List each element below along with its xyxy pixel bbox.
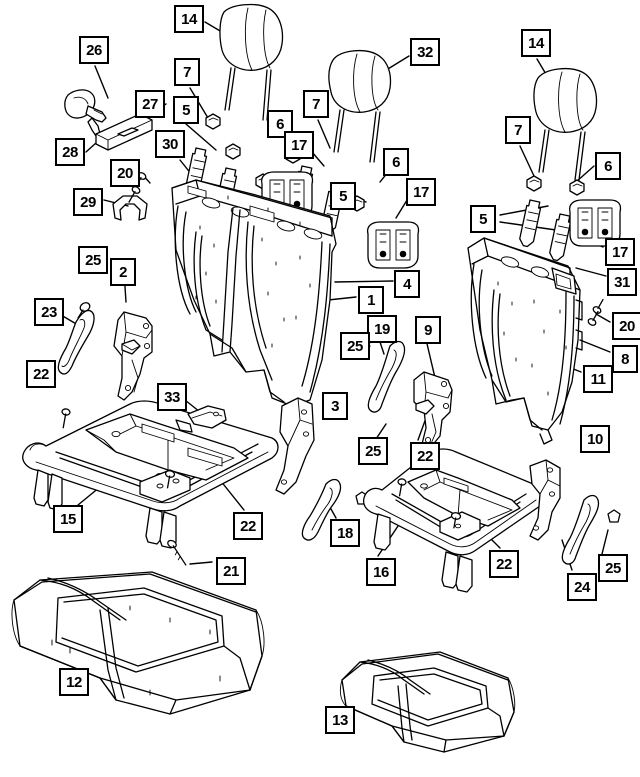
callout-14-headrest-left[interactable]: 14 xyxy=(174,5,204,33)
callout-28-armrest-bar[interactable]: 28 xyxy=(55,138,85,166)
headrest-left-illustration xyxy=(219,3,284,121)
callout-14-headrest-right[interactable]: 14 xyxy=(521,29,551,57)
callout-25-hinge-bracket-right[interactable]: 25 xyxy=(358,437,388,465)
seat-frame-left-illustration xyxy=(22,400,279,566)
callout-22-bolt-frame-right[interactable]: 22 xyxy=(489,550,519,578)
center-support-brackets xyxy=(275,397,369,541)
right-seat-back-illustration xyxy=(467,237,583,445)
callout-20-screw-right[interactable]: 20 xyxy=(612,312,640,340)
callout-26-latch-handle[interactable]: 26 xyxy=(79,36,109,64)
callout-5-headrest-bushing-right[interactable]: 5 xyxy=(470,205,496,233)
callout-22-bolt-frame[interactable]: 22 xyxy=(233,512,263,540)
callout-25-hinge-bracket-left[interactable]: 25 xyxy=(78,246,108,274)
callout-7-headrest-guide-left[interactable]: 7 xyxy=(174,58,200,86)
callout-3-seat-back-trim[interactable]: 3 xyxy=(322,392,348,420)
callout-31-armrest-latch[interactable]: 31 xyxy=(607,268,637,296)
callout-2-seat-back-cover-left[interactable]: 2 xyxy=(110,258,136,286)
callout-17-latch-striker-cover[interactable]: 17 xyxy=(284,131,314,159)
callout-24-release-lever[interactable]: 24 xyxy=(567,573,597,601)
seat-frame-right-illustration xyxy=(362,448,546,593)
callout-10-seat-right-assembly[interactable]: 10 xyxy=(580,425,610,453)
callout-25-hinge-bracket-far-right[interactable]: 25 xyxy=(598,554,628,582)
left-hinge-brackets xyxy=(57,302,153,401)
callout-12-seat-cushion-left[interactable]: 12 xyxy=(59,668,89,696)
callout-17-latch-cover-right[interactable]: 17 xyxy=(605,238,635,266)
callout-9-seat-back-cover-right[interactable]: 9 xyxy=(415,316,441,344)
callout-13-seat-cushion-right[interactable]: 13 xyxy=(325,706,355,734)
headrest-right-illustration xyxy=(533,67,598,181)
callout-33-strike-plate[interactable]: 33 xyxy=(157,383,187,411)
clip-retainer-illustration xyxy=(112,195,148,221)
callout-11-seat-back-right-assembly[interactable]: 11 xyxy=(583,365,613,393)
callout-16-seat-frame-right[interactable]: 16 xyxy=(366,558,396,586)
callout-6-headrest-nut-right[interactable]: 6 xyxy=(595,152,621,180)
callout-18-support-link[interactable]: 18 xyxy=(330,519,360,547)
headrest-center-illustration xyxy=(328,49,392,163)
callout-7-headrest-guide-right[interactable]: 7 xyxy=(505,116,531,144)
callout-15-seat-frame-left[interactable]: 15 xyxy=(53,505,83,533)
callout-21-bolt-long[interactable]: 21 xyxy=(216,557,246,585)
callout-8-seat-back-panel-right[interactable]: 8 xyxy=(612,345,638,373)
armrest-bar-illustration xyxy=(95,113,153,151)
callout-19-pivot-bolt[interactable]: 19 xyxy=(367,315,397,343)
callout-4-seat-back-frame[interactable]: 4 xyxy=(394,270,420,298)
callout-5-headrest-bushing[interactable]: 5 xyxy=(173,96,199,124)
callout-7-headrest-guide-center[interactable]: 7 xyxy=(303,90,329,118)
callout-32-headrest-center[interactable]: 32 xyxy=(410,38,440,66)
callout-27-cover-trim[interactable]: 27 xyxy=(135,90,165,118)
callout-6-headrest-nut-center[interactable]: 6 xyxy=(383,148,409,176)
seat-cushion-right-illustration xyxy=(339,651,516,753)
callout-17-latch-cover-center[interactable]: 17 xyxy=(406,178,436,206)
main-seat-back-illustration xyxy=(171,179,337,407)
callout-30-seat-back-panel[interactable]: 30 xyxy=(155,130,185,158)
callout-20-screw-upper[interactable]: 20 xyxy=(110,159,140,187)
seat-cushion-left-illustration xyxy=(11,571,265,715)
callout-5-headrest-bushing-center[interactable]: 5 xyxy=(330,182,356,210)
callout-1-seat-back-assembly[interactable]: 1 xyxy=(358,286,384,314)
callout-23-recliner-lever[interactable]: 23 xyxy=(34,298,64,326)
callout-25-hinge-bracket-mid[interactable]: 25 xyxy=(340,332,370,360)
callout-22-bolt-mid[interactable]: 22 xyxy=(410,442,440,470)
right-side-brackets xyxy=(529,459,621,565)
callout-22-bolt-left[interactable]: 22 xyxy=(26,360,56,388)
callout-29-clip-retainer[interactable]: 29 xyxy=(73,188,103,216)
